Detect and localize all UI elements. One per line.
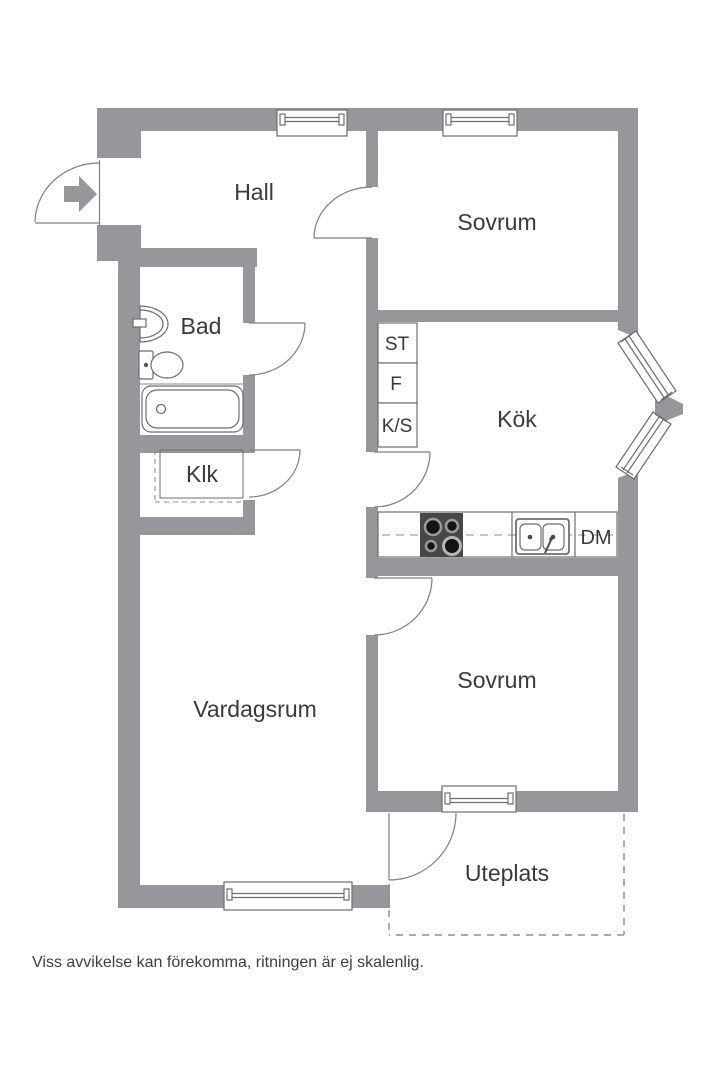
entrance-door (34, 160, 101, 225)
toilet (138, 350, 184, 380)
appliance-label-dm: DM (580, 527, 611, 549)
doors (34, 160, 457, 881)
kitchen-sink (515, 518, 570, 555)
stove (420, 513, 463, 557)
bathroom-fixtures (132, 305, 244, 433)
wall-center-4 (366, 635, 378, 793)
kitchen-fixtures (377, 322, 618, 558)
walls (97, 108, 683, 908)
appliance-label-f: F (390, 374, 402, 395)
window-hall (276, 109, 348, 137)
appliance-box-ks (377, 402, 418, 448)
closet-wardrobe (154, 449, 244, 503)
appliance-label-st: ST (385, 334, 410, 355)
disclaimer-text: Viss avvikelse kan förekomma, ritningen … (32, 954, 424, 971)
windows (223, 109, 677, 911)
bay-window-upper (617, 330, 677, 404)
bathtub (141, 385, 244, 433)
door-bedroom2 (373, 577, 433, 636)
kitchen-counter (377, 511, 618, 558)
appliance-box-st (377, 322, 418, 364)
room-label-bedroom1: Sovrum (457, 209, 536, 235)
wall-entrance-upper (97, 131, 141, 158)
wall-kitchen-top (366, 310, 638, 322)
wall-bath-right-2 (243, 375, 255, 453)
bay-window-lower (615, 411, 672, 480)
wall-right-top (618, 131, 638, 338)
door-bedroom1 (313, 186, 373, 239)
door-kitchen (373, 451, 431, 508)
room-label-living-room: Vardagsrum (193, 696, 317, 722)
wall-bath-top (137, 248, 257, 267)
window-bedroom1 (442, 109, 518, 137)
wall-center-2 (366, 238, 378, 452)
room-label-bathroom: Bad (181, 313, 222, 339)
wall-left (118, 261, 140, 908)
room-label-hall: Hall (234, 179, 274, 205)
appliance-label-ks: K/S (382, 416, 413, 437)
door-bathroom (248, 322, 306, 376)
patio-boundary (388, 814, 625, 936)
wall-bath-right-1 (243, 248, 255, 323)
wall-entrance-lower (97, 225, 141, 261)
appliance-box-f (377, 362, 418, 404)
window-bedroom2 (441, 785, 517, 813)
window-living-room (223, 881, 353, 911)
room-label-patio: Uteplats (465, 860, 549, 886)
wall-closet-top (118, 435, 255, 453)
wall-closet-bottom (118, 517, 255, 535)
door-closet (248, 449, 301, 498)
wall-right-bottom (618, 470, 638, 812)
entrance-arrow-icon (64, 176, 97, 212)
room-label-bedroom2: Sovrum (457, 667, 536, 693)
wall-kitchen-bottom (366, 558, 638, 576)
door-patio (388, 812, 457, 881)
wall-center-1 (366, 131, 378, 187)
room-label-kitchen: Kök (497, 406, 537, 432)
room-label-closet: Klk (186, 461, 218, 487)
washbasin (132, 305, 169, 343)
wall-top (97, 108, 638, 131)
